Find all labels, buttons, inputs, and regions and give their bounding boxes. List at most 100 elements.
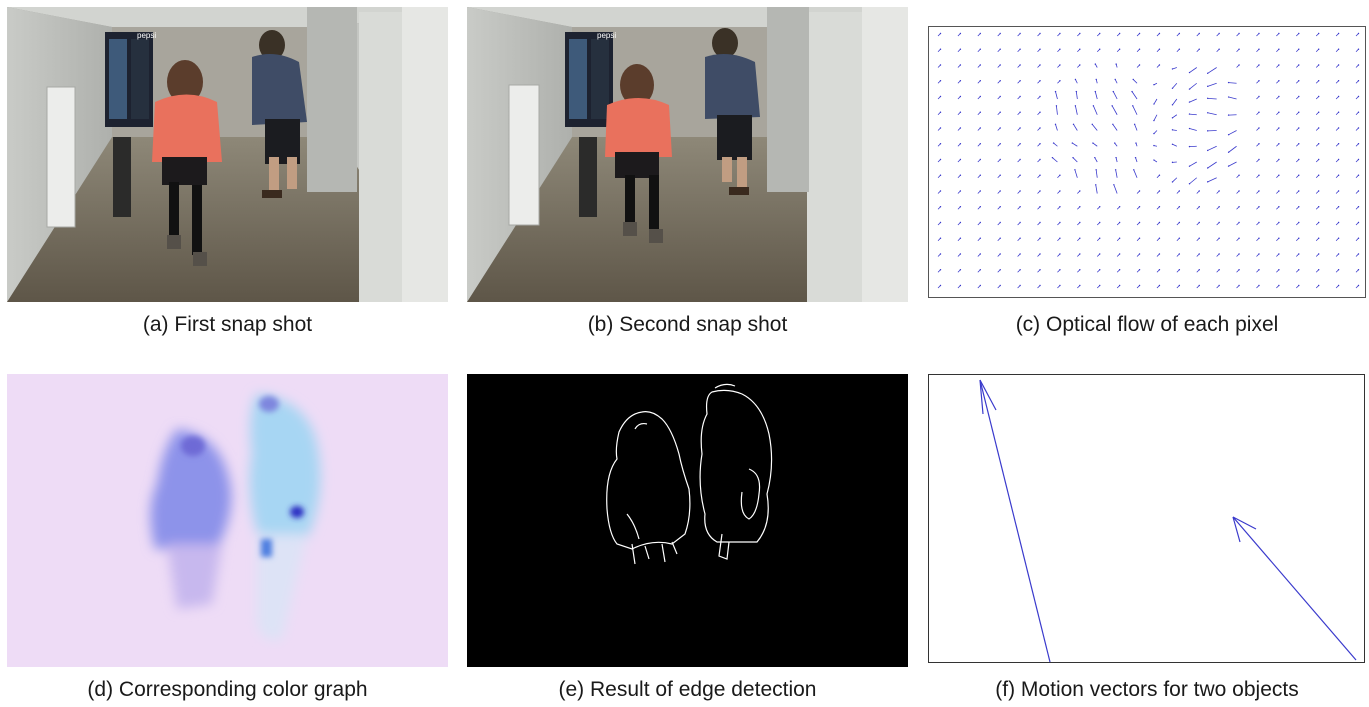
flow-arrow bbox=[1196, 32, 1200, 37]
flow-arrow bbox=[1037, 174, 1041, 179]
flow-arrow bbox=[1206, 130, 1217, 132]
flow-arrow bbox=[1171, 114, 1178, 119]
flow-arrow bbox=[1017, 284, 1021, 289]
flow-arrow bbox=[1156, 32, 1161, 37]
flow-arrow bbox=[1276, 190, 1280, 194]
flow-arrow bbox=[1335, 158, 1340, 163]
flow-arrow bbox=[1206, 97, 1217, 100]
flow-arrow bbox=[1037, 253, 1041, 257]
flow-arrow bbox=[1156, 269, 1161, 273]
flow-arrow bbox=[1256, 269, 1260, 273]
flow-arrow bbox=[1116, 48, 1121, 53]
flow-arrow bbox=[1037, 158, 1041, 163]
flow-arrow bbox=[1335, 127, 1340, 131]
flow-arrow bbox=[1355, 127, 1360, 131]
flow-arrow bbox=[1315, 174, 1320, 179]
flow-arrow bbox=[1335, 48, 1340, 53]
flow-arrow bbox=[1227, 114, 1237, 116]
flow-arrow bbox=[1017, 80, 1021, 84]
flow-arrow bbox=[1315, 284, 1320, 289]
flow-arrow bbox=[1296, 48, 1300, 53]
flow-arrow bbox=[1196, 190, 1200, 194]
flow-arrow bbox=[1188, 98, 1197, 103]
flow-arrow bbox=[1057, 206, 1061, 210]
flow-arrow bbox=[1206, 177, 1217, 183]
flow-arrow bbox=[957, 127, 962, 131]
flow-arrow bbox=[1196, 269, 1200, 273]
flow-arrow bbox=[1315, 32, 1320, 37]
flow-arrow bbox=[1206, 161, 1217, 169]
flow-arrow bbox=[997, 206, 1001, 210]
flow-arrow bbox=[1335, 80, 1340, 84]
flow-arrow bbox=[1355, 143, 1360, 147]
flow-arrow bbox=[1176, 190, 1181, 194]
flow-arrow bbox=[1296, 95, 1300, 100]
flow-arrow bbox=[937, 143, 942, 147]
flow-arrow bbox=[1017, 206, 1021, 210]
flow-arrow bbox=[1171, 143, 1178, 147]
flow-arrow bbox=[1296, 111, 1300, 116]
flow-arrow bbox=[1335, 253, 1340, 257]
flow-arrow bbox=[1188, 127, 1197, 131]
flow-arrow bbox=[1216, 237, 1220, 242]
flow-arrow bbox=[1296, 206, 1300, 210]
flow-arrow bbox=[1296, 253, 1300, 257]
flow-arrow bbox=[1227, 81, 1237, 84]
flow-arrow bbox=[1296, 127, 1300, 131]
flow-arrow bbox=[937, 221, 942, 226]
flow-arrow bbox=[1077, 190, 1081, 194]
flow-arrow bbox=[1256, 111, 1260, 116]
flow-arrow bbox=[997, 190, 1001, 194]
flow-arrow bbox=[977, 237, 982, 242]
flow-arrow bbox=[1236, 253, 1240, 257]
flow-arrow bbox=[997, 127, 1001, 131]
flow-arrow bbox=[1153, 82, 1158, 86]
flow-arrow bbox=[1335, 174, 1340, 179]
flow-arrow bbox=[1115, 156, 1118, 163]
motion-vector-left bbox=[979, 379, 1051, 663]
flow-arrow bbox=[1096, 269, 1101, 273]
flow-arrow bbox=[1171, 67, 1177, 70]
panel-d-color-graph bbox=[7, 374, 448, 667]
flow-arrow bbox=[1096, 237, 1101, 242]
flow-arrow bbox=[1227, 96, 1237, 100]
flow-arrow bbox=[957, 174, 962, 179]
flow-arrow bbox=[937, 64, 942, 68]
flow-arrow bbox=[957, 253, 962, 257]
flow-arrow bbox=[1296, 284, 1300, 289]
flow-arrow bbox=[1095, 78, 1098, 84]
panel-f-motion-vectors bbox=[928, 374, 1366, 667]
caption-c: (c) Optical flow of each pixel bbox=[1015, 313, 1279, 336]
flow-arrow bbox=[1227, 161, 1237, 167]
flow-arrow bbox=[957, 190, 962, 194]
flow-arrow bbox=[1355, 221, 1360, 226]
flow-arrow bbox=[1355, 206, 1360, 210]
flow-arrow bbox=[937, 174, 942, 179]
flow-arrow bbox=[1256, 80, 1260, 84]
flow-arrow bbox=[1113, 184, 1118, 194]
flow-arrow bbox=[1196, 221, 1200, 226]
flow-arrow bbox=[1296, 237, 1300, 242]
flow-arrow bbox=[1116, 221, 1121, 226]
flow-arrow bbox=[1176, 284, 1181, 289]
flow-arrow bbox=[1196, 237, 1200, 242]
flow-arrow bbox=[1216, 253, 1220, 257]
flow-arrow bbox=[1335, 95, 1340, 100]
flow-arrow bbox=[1315, 127, 1320, 131]
flow-arrow bbox=[1276, 174, 1280, 179]
flow-arrow bbox=[1236, 284, 1240, 289]
panel-c-optical-flow bbox=[928, 26, 1366, 298]
flow-arrow bbox=[1171, 98, 1178, 106]
flow-arrow bbox=[1335, 143, 1340, 147]
edge-map bbox=[467, 374, 908, 667]
flow-arrow bbox=[1017, 111, 1021, 116]
flow-arrow bbox=[1171, 82, 1178, 89]
flow-arrow bbox=[977, 158, 982, 163]
flow-arrow bbox=[1276, 253, 1280, 257]
flow-arrow bbox=[1017, 269, 1021, 273]
flow-arrow bbox=[1315, 48, 1320, 53]
flow-arrow bbox=[1156, 190, 1161, 194]
flow-arrow bbox=[997, 143, 1001, 147]
flow-arrow bbox=[977, 143, 982, 147]
flow-arrow bbox=[957, 32, 962, 37]
